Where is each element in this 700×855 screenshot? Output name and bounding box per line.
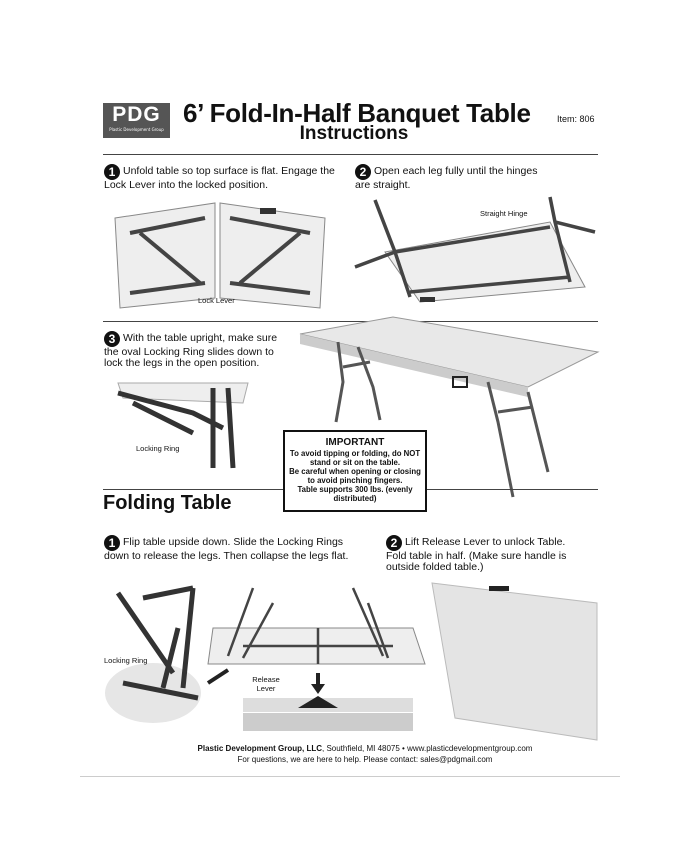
footer-contact: For questions, we are here to help. Plea… — [237, 755, 493, 764]
step-number-badge: 3 — [104, 331, 120, 347]
logo-text: PDG — [112, 103, 161, 126]
divider — [103, 321, 598, 322]
step-number-badge: 1 — [104, 164, 120, 180]
flip-table-illustration — [105, 585, 426, 731]
release-lever-label: Release Lever — [252, 675, 280, 693]
upright-table-illustration — [299, 316, 600, 498]
footer-divider — [80, 776, 620, 777]
folded-table-illustration — [431, 582, 598, 741]
unfolded-table-illustration — [114, 202, 326, 309]
important-notice: IMPORTANT To avoid tipping or folding, d… — [283, 430, 427, 512]
footer-company: Plastic Development Group, LLC — [197, 744, 322, 753]
divider — [103, 154, 598, 155]
page-title: 6’ Fold-In-Half Banquet Table — [183, 98, 531, 128]
straight-hinge-label: Straight Hinge — [480, 209, 528, 218]
step-text: Flip table upside down. Slide the Lockin… — [104, 536, 349, 562]
locking-ring-label: Locking Ring — [136, 444, 180, 453]
step-number-badge: 1 — [104, 535, 120, 551]
step-text: With the table upright, make sure the ov… — [104, 332, 278, 369]
pdg-logo: PDG Plastic Development Group — [103, 103, 170, 138]
footer-company-line: Plastic Development Group, LLC, Southfie… — [0, 744, 700, 754]
page-subtitle: Instructions — [299, 123, 409, 144]
step-number-badge: 2 — [386, 535, 402, 551]
important-heading: IMPORTANT — [325, 437, 385, 448]
footer-address: , Southfield, MI 48075 • www.plasticdeve… — [322, 744, 533, 753]
open-legs-illustration — [354, 196, 596, 303]
step-number-badge: 2 — [355, 164, 371, 180]
locking-ring-illustration — [117, 382, 249, 469]
logo-subtext: Plastic Development Group — [109, 127, 164, 132]
important-line: Table supports 300 lbs. (evenly distribu… — [297, 485, 413, 503]
item-number: Item: 806 — [557, 114, 595, 124]
lock-lever-label: Lock Lever — [198, 296, 235, 305]
important-line: To avoid tipping or folding, do NOT stan… — [289, 449, 421, 467]
locking-ring-label: Locking Ring — [104, 656, 148, 665]
folding-section-heading: Folding Table — [103, 492, 232, 514]
step-text: Lift Release Lever to unlock Table. Fold… — [386, 536, 567, 573]
step-text: Unfold table so top surface is flat. Eng… — [104, 165, 335, 191]
important-line: Be careful when opening or closing to av… — [289, 467, 421, 485]
step-text: Open each leg fully until the hinges are… — [355, 165, 538, 191]
